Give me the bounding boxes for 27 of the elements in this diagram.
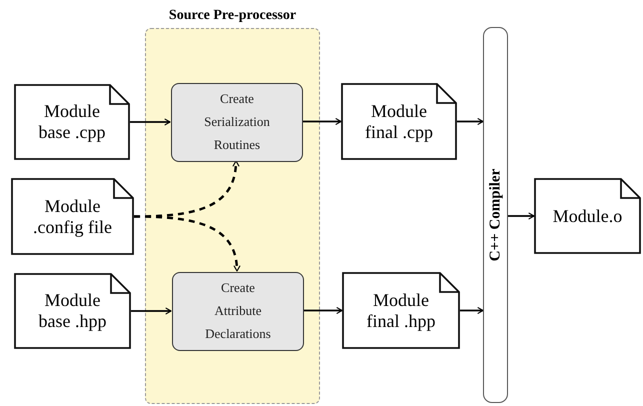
compiler-label: C++ Compiler [487, 168, 504, 262]
document-label: Module base .hpp [38, 290, 108, 332]
arrow [131, 308, 172, 314]
arrow [457, 118, 484, 125]
document-shape [341, 83, 457, 160]
document-shape [14, 273, 131, 349]
dashed-arrow [134, 215, 240, 272]
document-shape [342, 272, 460, 349]
document-label: Module final .cpp [364, 100, 434, 142]
document-label: Module final .hpp [366, 290, 436, 332]
region-title: Source Pre-processor [168, 8, 296, 23]
document-label: Module.o [552, 206, 622, 226]
arrow [460, 307, 484, 314]
process-label: Create Attribute Declarations [204, 279, 272, 343]
arrow [302, 118, 342, 125]
arrow [303, 307, 343, 314]
document-label: Module base .cpp [38, 101, 106, 143]
process-box [172, 272, 304, 351]
arrow [508, 212, 535, 220]
document-shape [14, 84, 130, 160]
document-label: Module .config file [32, 196, 113, 238]
compiler-bar [483, 27, 508, 403]
arrow [130, 118, 171, 126]
document-shape [11, 178, 134, 255]
process-label: Create Serialization Routines [203, 90, 271, 154]
process-box [171, 83, 303, 162]
document-shape [534, 178, 641, 254]
